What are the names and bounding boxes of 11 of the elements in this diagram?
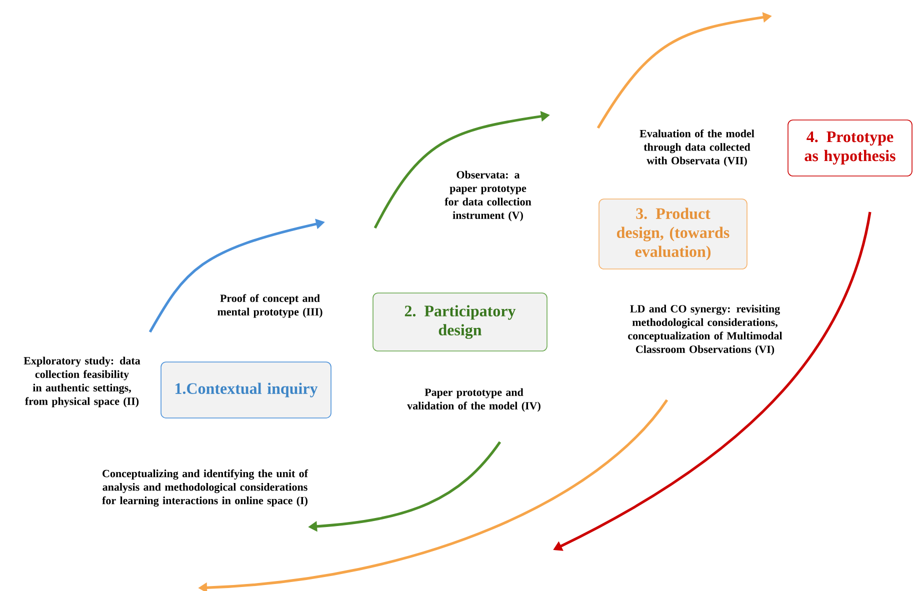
step-description: Paper prototype and validation of the model (IV): [407, 388, 540, 412]
step-description: Conceptualizing and identifying the unit of analysis and methodological considerations for learning interactions in online space (I): [102, 469, 308, 507]
step-description: Evaluation of the model through data collected with Observata (VII): [640, 129, 754, 167]
step-description: Observata: a paper prototype for data collection instrument (V): [444, 170, 532, 222]
step-description: LD and CO synergy: revisiting methodological considerations, conceptualization of Multimodal Classroom Observations (VI): [628, 304, 782, 356]
phase-box: 2. Participatory design: [372, 292, 548, 352]
step-description: Proof of concept and mental prototype (III): [218, 294, 322, 318]
phase-box: 1.Contextual inquiry: [160, 362, 332, 418]
phase-box: 3. Product design, (towards evaluation): [598, 198, 748, 270]
phase-box: 4. Prototype as hypothesis: [788, 120, 912, 176]
step-description: Exploratory study: data collection feasibility in authentic settings, from physical space (II): [24, 356, 140, 408]
